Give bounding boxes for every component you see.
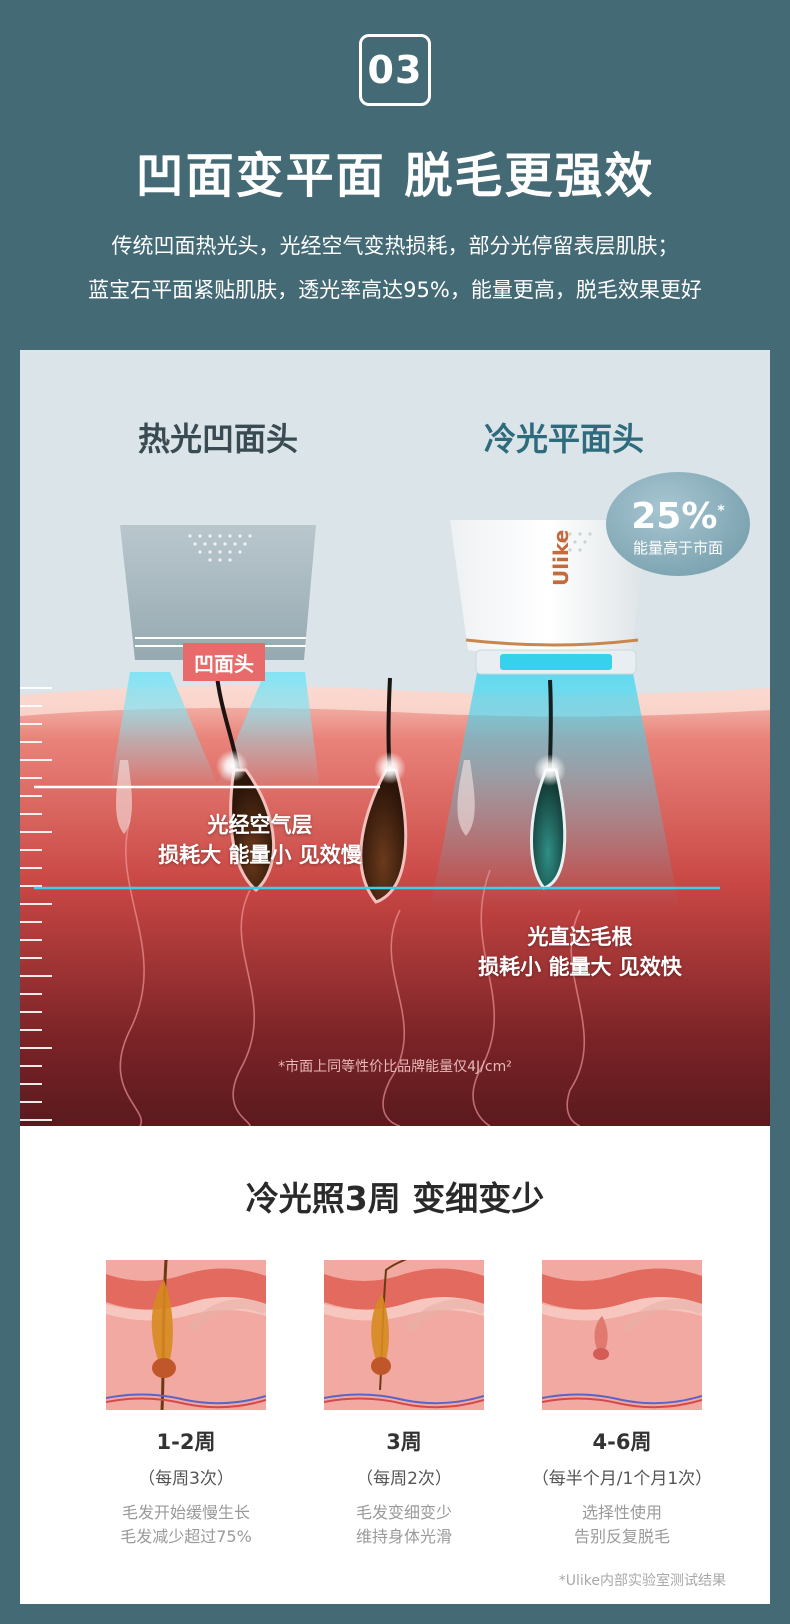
flat-head-vents — [558, 532, 592, 552]
description-line-1: 传统凹面热光头，光经空气变热损耗，部分光停留表层肌肤； — [111, 234, 679, 258]
stage-1-frequency: （每周3次） — [138, 1469, 234, 1489]
left-hair-bulb — [229, 768, 275, 892]
brand-logo: Ulike — [549, 529, 573, 586]
stage-2-frequency: （每周2次） — [356, 1469, 452, 1489]
stage-3-note: 选择性使用 告别反复脱毛 — [573, 1503, 670, 1546]
section-number-box: 03 — [359, 34, 431, 106]
flat-head-light — [500, 654, 612, 670]
energy-footnote: *市面上同等性价比品牌能量仅4J/cm² — [278, 1059, 512, 1075]
comparison-panel: 热光凹面头 冷光平面头 25%* 能量高于市面 凹面头 Ulike 光经空气层 … — [20, 350, 770, 1126]
flat-head-gold-rim — [465, 638, 639, 647]
depth-ruler — [20, 687, 52, 1121]
stage-2-illustration — [324, 1260, 484, 1410]
stage-1-week: 1-2周 — [156, 1430, 216, 1454]
energy-badge-text: 能量高于市面 — [632, 538, 723, 557]
left-light-beam-1 — [110, 672, 220, 790]
stage-1-note: 毛发开始缓慢生长 毛发减少超过75% — [120, 1503, 252, 1546]
results-title: 冷光照3周 变细变少 — [245, 1179, 545, 1218]
stage-3-frequency: （每半个月/1个月1次） — [531, 1469, 713, 1489]
stage-3-week: 4-6周 — [592, 1430, 652, 1454]
middle-hair-bulb — [359, 768, 408, 904]
cold-head-caption-1: 光直达毛根 — [527, 925, 633, 949]
results-card: 冷光照3周 变细变少 1-2周 （每周3次） 毛发开始缓慢生长 毛发减少超过75… — [20, 1126, 770, 1604]
results-footnote: *Ulike内部实验室测试结果 — [558, 1573, 726, 1589]
concave-head-label: 凹面头 — [183, 643, 265, 681]
comparison-illustration — [20, 520, 770, 1126]
flat-head-body — [450, 520, 648, 656]
hot-head-title: 热光凹面头 — [138, 420, 299, 458]
stage-1: 1-2周 （每周3次） 毛发开始缓慢生长 毛发减少超过75% — [86, 1260, 286, 1549]
stage-2-week: 3周 — [386, 1430, 422, 1454]
concave-head-body — [120, 525, 316, 660]
stage-2: 3周 （每周2次） 毛发变细变少 维持身体光滑 — [304, 1260, 504, 1549]
stage-3-illustration — [542, 1260, 702, 1410]
concave-head-vents — [188, 534, 252, 562]
section-number: 03 — [367, 48, 423, 92]
cold-head-title: 冷光平面头 — [484, 420, 645, 458]
description-line-2: 蓝宝石平面紧贴肌肤，透光率高达95%，能量更高，脱毛效果更好 — [88, 278, 702, 302]
stage-1-illustration — [106, 1260, 266, 1410]
left-glow-point — [216, 750, 248, 782]
hot-head-caption-1: 光经空气层 — [207, 813, 313, 837]
hot-head-caption-2: 损耗大 能量小 见效慢 — [158, 843, 362, 867]
blood-vessels — [119, 819, 586, 1126]
middle-glow-point — [374, 752, 406, 784]
cold-head-caption-2: 损耗小 能量大 见效快 — [478, 955, 682, 979]
energy-badge-value: 25%* — [631, 495, 725, 537]
faint-follicle — [116, 760, 132, 834]
energy-badge: 25%* 能量高于市面 — [606, 472, 750, 576]
right-glow-point — [534, 754, 566, 786]
faint-follicle — [457, 760, 475, 836]
stage-3: 4-6周 （每半个月/1个月1次） 选择性使用 告别反复脱毛 — [522, 1260, 722, 1549]
page-headline: 凹面变平面 脱毛更强效 — [135, 148, 655, 204]
stage-2-note: 毛发变细变少 维持身体光滑 — [355, 1503, 452, 1546]
